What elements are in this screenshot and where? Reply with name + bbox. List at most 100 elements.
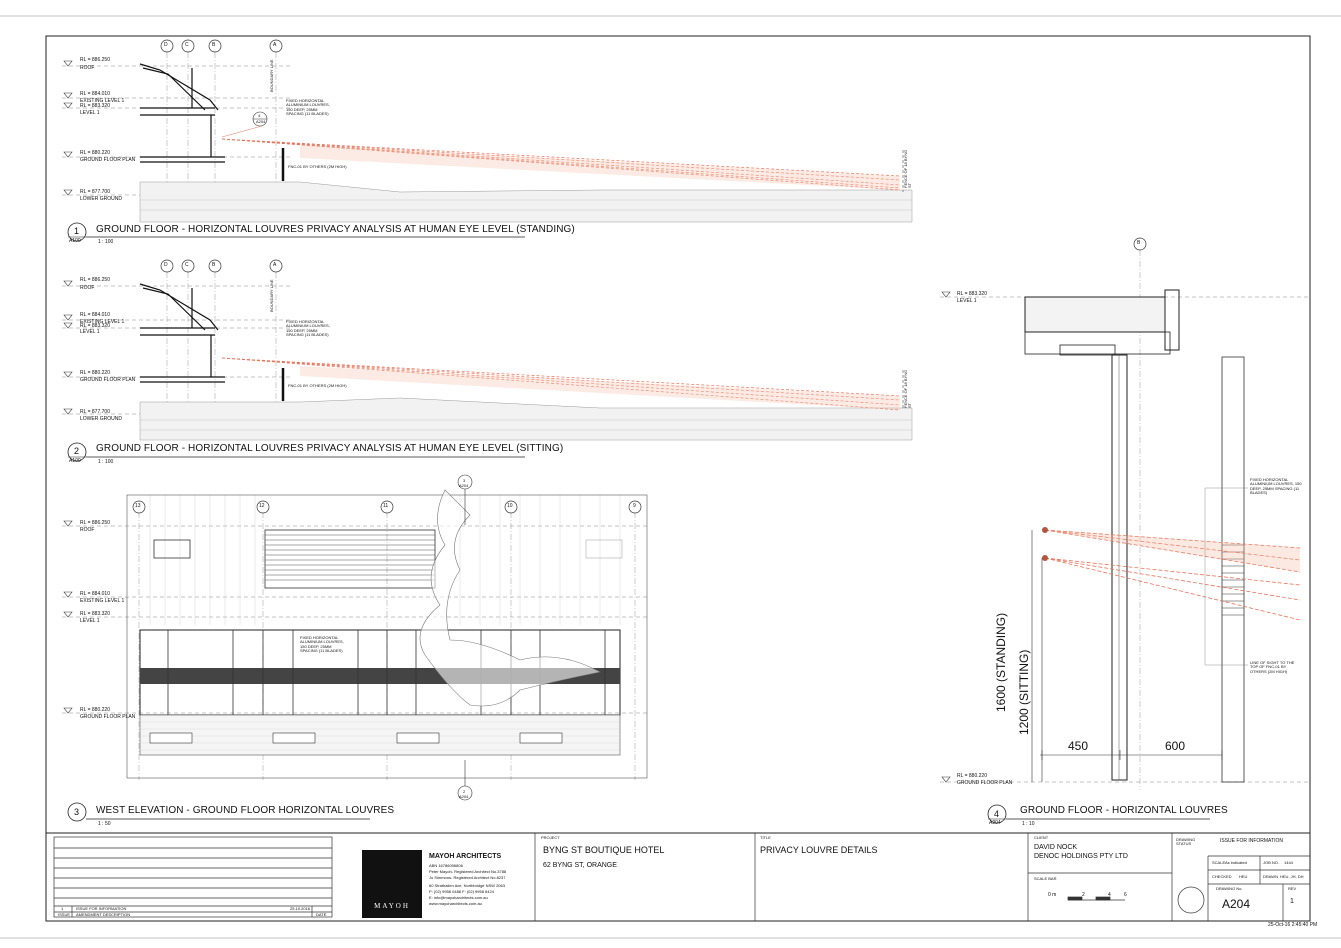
v3-level-rl: RL = 886.250 [80,520,110,526]
mayoh-logo: MAYOH [362,850,422,918]
view4-scale: 1 : 10 [1022,821,1035,827]
v3-section-mark-num: 3 [463,478,466,483]
view2-ref: A100 [69,458,81,464]
view3-number: 3 [74,807,80,817]
v2-level-rl: RL = 883.320 [80,323,110,329]
v2-louvre-note: FIXED HORIZONTAL ALUMINIUM LOUVRES, 150 … [286,319,330,338]
v3-section-mark-num: 2 [463,789,466,794]
v2-fence-label: FENCE OF 18 BYNG ST [903,369,912,408]
v4-dim-600: 600 [1165,739,1186,753]
v4-dim-450: 450 [1068,739,1089,753]
rev-label: REV [1288,886,1297,891]
v1-level-rl: RL = 886.250 [80,57,110,63]
view1-title: GROUND FLOOR - HORIZONTAL LOUVRES PRIVAC… [96,224,575,235]
view-4-detail [940,237,1310,824]
plot-timestamp: 25-Oct-16 2:45:40 PM [1268,922,1318,928]
view3-title: WEST ELEVATION - GROUND FLOOR HORIZONTAL… [96,805,395,816]
v1-level-name: GROUND FLOOR PLAN [80,157,136,163]
v2-level-rl: RL = 877.700 [80,409,110,415]
sheet-border [45,35,1311,922]
status-label: DRAWING STATUS [1176,837,1196,847]
title-label: TITLE [760,835,771,840]
view2-grid-d: D [164,262,168,268]
scale-bar-tick: 2 [1082,892,1085,898]
title-block-frame [53,833,1310,921]
level-markers [63,60,951,783]
v4-louvre-note: FIXED HORIZONTAL ALUMINIUM LOUVRES, 150 … [1250,477,1302,496]
v4-level-name: LEVEL 1 [957,298,977,304]
scale-label: SCALE [1212,860,1226,865]
view1-scale: 1 : 100 [98,239,114,245]
view2-number: 2 [74,446,80,456]
drawing-number: A204 [1222,897,1251,911]
v4-dim-standing: 1600 (STANDING) [994,612,1008,712]
rev-header-date: DATE [316,912,327,917]
client-name: DAVID NOCK [1034,844,1078,851]
v3-section-mark-ref: A204 [459,794,469,799]
v2-boundary-label: BOUNDARY LINE [269,279,274,312]
scale-bar-tick: 6 [1124,892,1127,898]
v1-callout-num: 4 [258,113,261,118]
job-number: 1444 [1284,860,1293,865]
logo-text: MAYOH [374,902,410,910]
v4-sightline-note: LINE OF SIGHT TO THE TOP OF FNC-01 BY OT… [1250,660,1295,674]
view4-title: GROUND FLOOR - HORIZONTAL LOUVRES [1020,805,1228,816]
v1-level-name: ROOF [80,65,95,71]
v1-louvre-note: FIXED HORIZONTAL ALUMINIUM LOUVRES, 150 … [286,98,330,117]
v3-level-name: GROUND FLOOR PLAN [80,714,136,720]
rev-number: 1 [61,906,64,911]
client-company: DENOC HOLDINGS PTY LTD [1034,853,1128,860]
view3-grid-9: 9 [633,503,636,509]
view3-grid-12: 12 [259,503,265,509]
rev-header-issue: ISSUE [58,912,71,917]
view3-grid-13: 13 [135,503,141,509]
view1-grid-a: A [273,42,277,48]
v1-level-rl: RL = 883.320 [80,103,110,109]
job-label: JOB NO. [1263,860,1280,865]
scale-bar-tick: 0 m [1048,892,1057,898]
view2-title: GROUND FLOOR - HORIZONTAL LOUVRES PRIVAC… [96,443,564,454]
v1-level-rl: RL = 877.700 [80,189,110,195]
v3-level-name: ROOF [80,527,95,533]
drawing-title: PRIVACY LOUVRE DETAILS [760,845,878,855]
firm-line: P: (02) 9958 0488 F: (02) 9958 6424 [429,889,494,894]
view1-grid-c: C [185,42,189,48]
drawing-no-label: DRAWING No. [1216,886,1243,891]
v4-level-rl: RL = 880.220 [957,773,987,779]
v4-dim-sitting: 1200 (SITTING) [1017,649,1031,735]
view1-grid-b: B [212,42,216,48]
v1-callout-ref: A204 [256,119,266,124]
firm-line: Peter Mayoh- Registered Architect No.378… [429,869,507,874]
v1-level-name: LEVEL 1 [80,110,100,116]
v3-level-name: LEVEL 1 [80,618,100,624]
v1-level-name: EXISTING LEVEL 1 [80,98,125,104]
v2-level-name: ROOF [80,285,95,291]
view-1-section [62,39,913,242]
view2-scale: 1 : 100 [98,459,114,465]
v2-level-name: LOWER GROUND [80,416,122,422]
view3-grid-11: 11 [383,503,389,509]
view2-grid-a: A [273,262,277,268]
firm-line: 60 Strathallen Ave, Northbridge NSW 2063 [429,883,505,888]
v4-level-name: GROUND FLOOR PLAN [957,780,1013,786]
scale-bar-tick: 4 [1108,892,1111,898]
v1-level-rl: RL = 880.220 [80,150,110,156]
view4-number: 4 [994,809,1000,819]
firm-name: MAYOH ARCHITECTS [429,853,502,860]
v1-level-name: LOWER GROUND [80,196,122,202]
firm-line: ABN 16786096806 [429,863,463,868]
view4-grid-b: B [1137,240,1141,246]
v3-louvre-note: FIXED HORIZONTAL ALUMINIUM LOUVRES, 150 … [300,635,344,654]
v2-level-name: EXISTING LEVEL 1 [80,319,125,325]
drawing-status: ISSUE FOR INFORMATION [1220,838,1283,844]
v2-level-rl: RL = 884.010 [80,312,110,318]
view1-grid-d: D [164,42,168,48]
checked-label: CHECKED [1212,874,1232,879]
v1-fence-note: FNC-01 BY OTHERS (2M HIGH) [288,164,347,169]
view3-scale: 1 : 50 [98,821,111,827]
view-3-elevation [62,474,650,822]
rev-header-desc: AMENDMENT DESCRIPTION [76,912,131,917]
view1-ref: A100 [69,238,81,244]
